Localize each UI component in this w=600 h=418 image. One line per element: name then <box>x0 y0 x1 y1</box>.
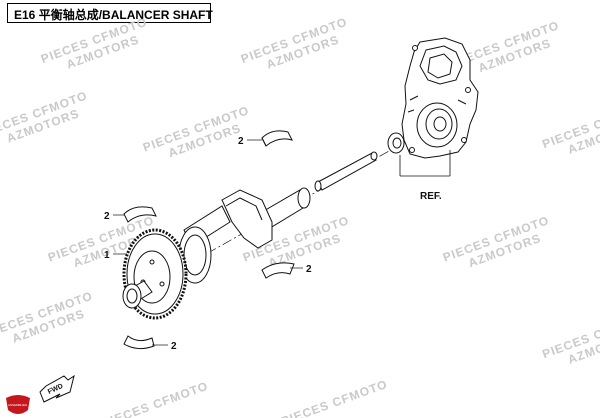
ref-label: REF. <box>420 191 442 202</box>
drive-gear <box>122 228 188 320</box>
counterweight <box>221 189 273 249</box>
cover-rib-lines <box>407 95 467 113</box>
bearing-shell-top <box>261 130 293 147</box>
watermark: PIECES CFMOTO AZMOTORS <box>239 15 349 72</box>
diagram-title: E16 平衡轴总成/BALANCER SHAFT <box>14 6 213 23</box>
logo-text: ASSEMBLIES <box>8 403 27 407</box>
balancer-shaft <box>178 151 378 284</box>
cover-bolt-hole <box>461 137 467 143</box>
bearing-shell <box>123 335 155 350</box>
hub-bore <box>126 288 138 304</box>
shaft-front-end <box>317 152 377 191</box>
shaft-step <box>314 180 322 192</box>
callout-bearing-mid: 2 <box>306 264 312 275</box>
callout-bearing-top: 2 <box>238 136 244 147</box>
bearing-shell-edge <box>261 137 267 147</box>
logo-shield <box>6 395 30 414</box>
brand-logo: ASSEMBLIES <box>6 395 30 414</box>
bearing-shell <box>261 130 293 147</box>
cover-bearing-hole <box>433 116 447 132</box>
watermark: PIECES CFMOTO AZMOTORS <box>0 88 89 145</box>
watermark: PIECES CFMOTO <box>100 379 210 418</box>
bearing-shell-mid <box>261 262 295 279</box>
watermark-layer: PIECES CFMOTO AZMOTORS PIECES CFMOTO AZM… <box>0 15 600 418</box>
callout-balancer-shaft: 1 <box>104 250 110 261</box>
watermark-line1: PIECES CFMOTO <box>100 379 210 418</box>
shaft-collar <box>297 187 311 209</box>
seal-inner <box>392 137 402 149</box>
callout-bearing-left: 2 <box>104 211 110 222</box>
oil-seal <box>387 132 405 154</box>
watermark-line1: PIECES CFMOTO <box>279 377 389 418</box>
watermark: PIECES CFMOTO AZMOTORS <box>0 289 95 346</box>
bearing-shell-left <box>123 206 157 223</box>
leader-lines <box>113 139 303 346</box>
diagram-code: E16 <box>14 8 36 22</box>
diagram-title-label: 平衡轴总成/BALANCER SHAFT <box>38 8 213 22</box>
fwd-arrow-shape <box>39 374 75 403</box>
cover-bolt-hole <box>409 147 415 153</box>
watermark: PIECES CFMOTO AZMOTORS <box>540 100 600 157</box>
watermark: PIECES CFMOTO AZMOTORS <box>540 310 600 367</box>
crankcase-cover <box>401 37 479 159</box>
diagram-title-box: E16 平衡轴总成/BALANCER SHAFT <box>7 3 213 23</box>
gear-hole <box>159 281 165 287</box>
watermark: PIECES CFMOTO <box>279 377 389 418</box>
watermark: PIECES CFMOTO AZMOTORS <box>39 15 149 72</box>
shaft-tip <box>370 151 378 161</box>
counterweight-edge <box>225 197 263 221</box>
watermark: PIECES CFMOTO AZMOTORS <box>441 213 551 270</box>
ref-bracket <box>399 150 451 177</box>
bearing-shell <box>261 262 295 279</box>
cover-inner-window <box>427 53 453 79</box>
gear-hole <box>149 259 155 265</box>
fwd-arrow: FWD <box>39 374 75 403</box>
cover-bolt-hole <box>412 45 418 51</box>
cover-bolt-hole <box>465 87 471 93</box>
bearing-shell-bottom <box>123 335 155 350</box>
bearing-shell <box>123 206 157 223</box>
callout-bearing-bottom: 2 <box>171 341 177 352</box>
